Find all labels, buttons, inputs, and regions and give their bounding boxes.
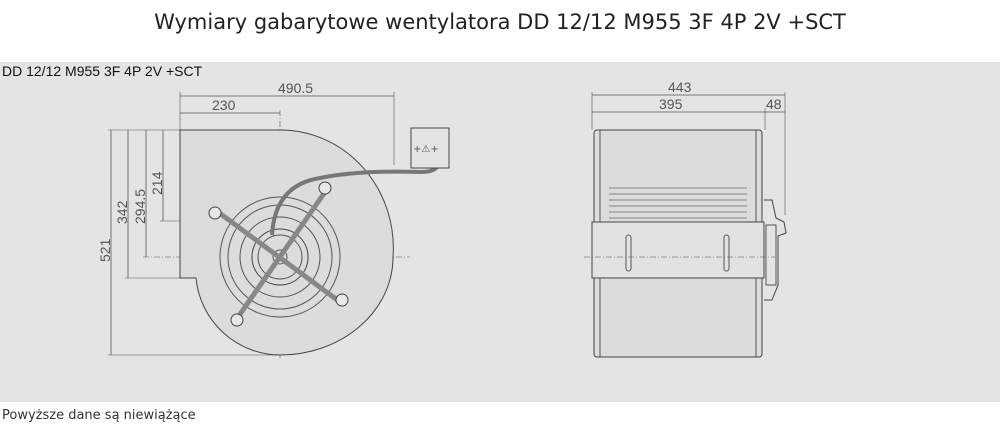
dim-395: 395 [659,96,683,112]
side-view: 443 395 48 [584,79,787,358]
model-label: DD 12/12 M955 3F 4P 2V +SCT [2,63,203,79]
junction-box-label: +⚠+ [413,144,439,155]
front-view: 490.5 230 521 342 294.5 214 [97,80,450,360]
dim-214: 214 [149,171,165,195]
dim-521: 521 [97,238,113,262]
disclaimer-text: Powyższe dane są niewiążące [2,408,196,423]
dim-443: 443 [668,79,692,95]
dim-490-5: 490.5 [278,80,313,96]
drawing-panel [0,62,1000,402]
dim-294-5: 294.5 [132,189,148,224]
dim-230: 230 [212,97,236,113]
page-title: Wymiary gabarytowe wentylatora DD 12/12 … [154,10,846,34]
dim-48: 48 [766,96,782,112]
dim-342: 342 [114,200,130,224]
